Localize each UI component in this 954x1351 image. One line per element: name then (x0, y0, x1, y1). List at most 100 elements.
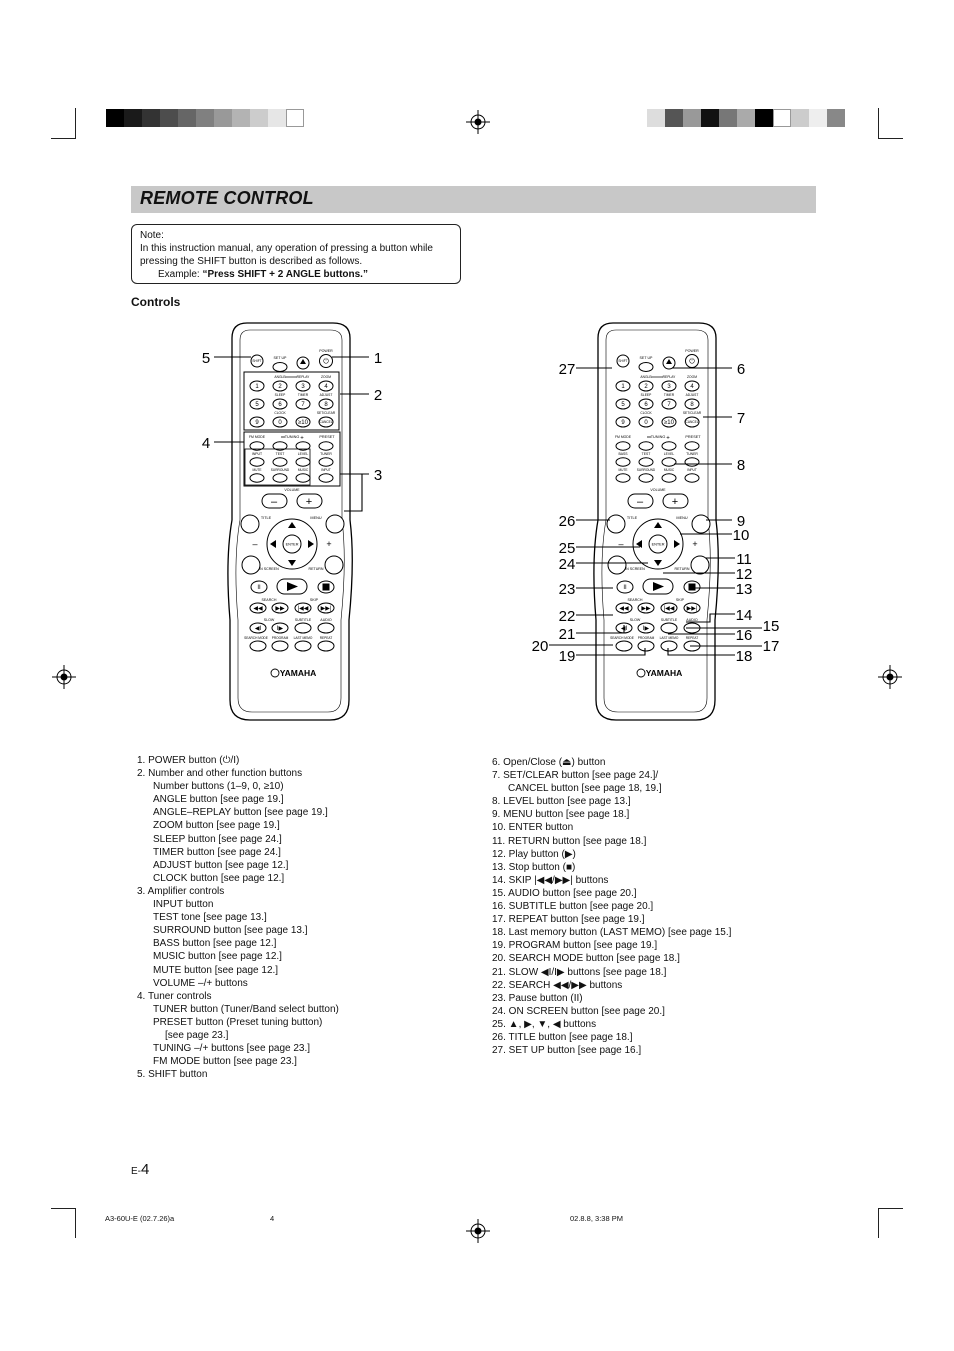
slow-button[interactable] (660, 622, 678, 634)
amp-button[interactable] (638, 473, 654, 483)
function-button[interactable] (637, 640, 655, 652)
number-button[interactable] (661, 380, 677, 392)
amp-button[interactable] (684, 473, 700, 483)
remote-button-label: 4 (690, 384, 694, 390)
search-skip-button[interactable] (683, 602, 701, 614)
page-title: REMOTE CONTROL (140, 188, 314, 208)
remote-button-label: 5 (621, 402, 625, 408)
power-button[interactable] (319, 354, 333, 368)
slow-button[interactable] (317, 622, 335, 634)
slow-button[interactable] (249, 622, 267, 634)
search-skip-button[interactable] (271, 602, 289, 614)
amp-button[interactable] (318, 457, 334, 467)
number-button[interactable] (638, 416, 654, 428)
shift-button[interactable] (250, 354, 264, 368)
number-button[interactable] (638, 380, 654, 392)
setup-button[interactable] (638, 362, 654, 372)
function-button[interactable] (271, 640, 289, 652)
crop-mark (51, 1208, 76, 1209)
amp-button[interactable] (318, 441, 334, 451)
remote-label: BASS (618, 452, 628, 456)
volume-up-button[interactable] (662, 493, 689, 509)
number-button[interactable] (249, 380, 265, 392)
number-button[interactable] (272, 416, 288, 428)
amp-button[interactable] (661, 441, 677, 451)
amp-button[interactable] (638, 441, 654, 451)
number-button[interactable] (272, 380, 288, 392)
number-button[interactable] (295, 398, 311, 410)
amp-button[interactable] (295, 441, 311, 451)
number-button[interactable] (318, 380, 334, 392)
amp-button[interactable] (615, 457, 631, 467)
callout-number: 5 (202, 350, 210, 367)
number-button[interactable] (249, 398, 265, 410)
function-button[interactable] (660, 640, 678, 652)
remote-label: SEARCH (628, 598, 643, 602)
volume-up-button[interactable] (296, 493, 323, 509)
cancel-button[interactable] (318, 416, 334, 428)
number-button[interactable] (272, 398, 288, 410)
number-button[interactable] (318, 398, 334, 410)
volume-down-button[interactable] (261, 493, 288, 509)
number-button[interactable] (615, 416, 631, 428)
amp-button[interactable] (684, 441, 700, 451)
onscreen-button[interactable] (241, 555, 261, 575)
amp-button[interactable] (272, 473, 288, 483)
number-button[interactable] (295, 416, 311, 428)
cancel-button[interactable] (684, 416, 700, 428)
return-button[interactable] (690, 555, 710, 575)
slow-button[interactable] (271, 622, 289, 634)
amp-button[interactable] (272, 441, 288, 451)
slow-button[interactable] (294, 622, 312, 634)
function-button[interactable] (249, 640, 267, 652)
remote-label: INPUT (321, 468, 331, 472)
onscreen-button[interactable] (607, 555, 627, 575)
number-button[interactable] (661, 398, 677, 410)
remote-button-label: ◀I (255, 626, 262, 632)
number-button[interactable] (295, 380, 311, 392)
menu-button[interactable] (325, 514, 345, 534)
number-button[interactable] (661, 416, 677, 428)
volume-down-button[interactable] (627, 493, 654, 509)
number-button[interactable] (684, 398, 700, 410)
title-button[interactable] (240, 514, 260, 534)
amp-button[interactable] (249, 441, 265, 451)
amp-button[interactable] (249, 457, 265, 467)
return-button[interactable] (324, 555, 344, 575)
search-skip-button[interactable] (317, 602, 335, 614)
search-skip-button[interactable] (294, 602, 312, 614)
enter-button[interactable] (282, 534, 302, 554)
footer-right: 02.8.8, 3:38 PM (570, 1214, 623, 1223)
number-button[interactable] (638, 398, 654, 410)
title-button[interactable] (606, 514, 626, 534)
function-button[interactable] (317, 640, 335, 652)
amp-button[interactable] (249, 473, 265, 483)
enter-button[interactable] (648, 534, 668, 554)
amp-button[interactable] (615, 473, 631, 483)
number-button[interactable] (249, 416, 265, 428)
number-button[interactable] (684, 380, 700, 392)
slow-button[interactable] (637, 622, 655, 634)
amp-button[interactable] (318, 473, 334, 483)
shift-button[interactable] (616, 354, 630, 368)
tuning-plus: + (300, 436, 304, 442)
function-button[interactable] (615, 640, 633, 652)
pause-button[interactable] (616, 580, 634, 594)
search-skip-button[interactable] (660, 602, 678, 614)
menu-button[interactable] (691, 514, 711, 534)
function-button[interactable] (294, 640, 312, 652)
amp-button[interactable] (661, 457, 677, 467)
amp-button[interactable] (661, 473, 677, 483)
amp-button[interactable] (615, 441, 631, 451)
remote-label: SET/CLEAR (683, 411, 702, 415)
search-skip-button[interactable] (637, 602, 655, 614)
amp-button[interactable] (638, 457, 654, 467)
registration-mark (466, 1219, 490, 1243)
search-skip-button[interactable] (615, 602, 633, 614)
search-skip-button[interactable] (249, 602, 267, 614)
number-button[interactable] (615, 380, 631, 392)
amp-button[interactable] (272, 457, 288, 467)
number-button[interactable] (615, 398, 631, 410)
pause-button[interactable] (250, 580, 268, 594)
